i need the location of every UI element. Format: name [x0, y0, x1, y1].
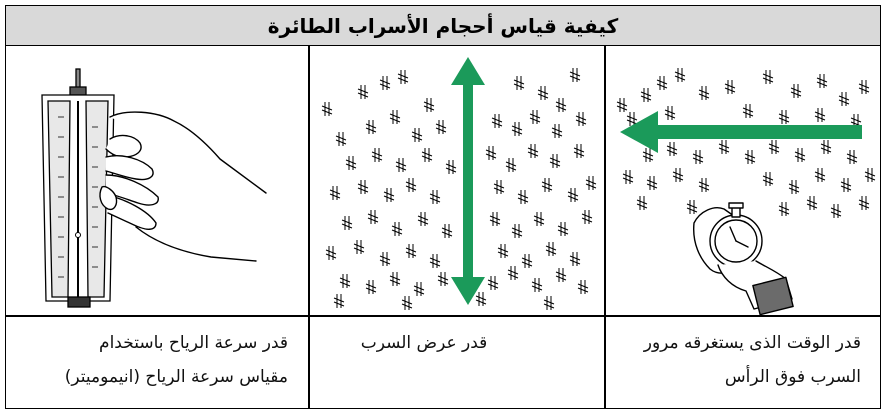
caption-line: مقياس سرعة الرياح (انيموميتر) — [64, 367, 288, 387]
panel-passing-time — [606, 47, 880, 315]
panel-flock-width — [309, 47, 604, 315]
column-divider — [604, 46, 606, 408]
caption-flock-width: قدر عرض السرب — [312, 318, 602, 406]
stopwatch-hand-icon — [693, 202, 794, 315]
column-divider — [308, 46, 310, 408]
bird-flock-icon — [321, 57, 597, 311]
caption-wind-speed: قدر سرعة الرياح باستخدام مقياس سرعة الري… — [8, 318, 306, 406]
caption-line: السرب فوق الرأس — [724, 367, 861, 387]
caption-line: قدر الوقت الذى يستغرقه مرور — [643, 333, 861, 353]
arrow-left-icon — [620, 111, 862, 153]
hand-holding-anemometer-icon — [41, 68, 267, 308]
title-bar: كيفية قياس أحجام الأسراب الطائرة — [6, 6, 880, 46]
bird-flock-icon — [616, 67, 876, 315]
double-arrow-vertical-icon — [451, 57, 485, 305]
row-divider — [6, 315, 880, 317]
panel-wind-speed — [6, 47, 308, 315]
caption-line: قدر سرعة الرياح باستخدام — [99, 333, 288, 353]
caption-passing-time: قدر الوقت الذى يستغرقه مرور السرب فوق ال… — [609, 318, 879, 406]
caption-line: قدر عرض السرب — [360, 333, 488, 353]
figure-title: كيفية قياس أحجام الأسراب الطائرة — [267, 13, 619, 38]
figure-frame: كيفية قياس أحجام الأسراب الطائرة — [5, 5, 881, 409]
